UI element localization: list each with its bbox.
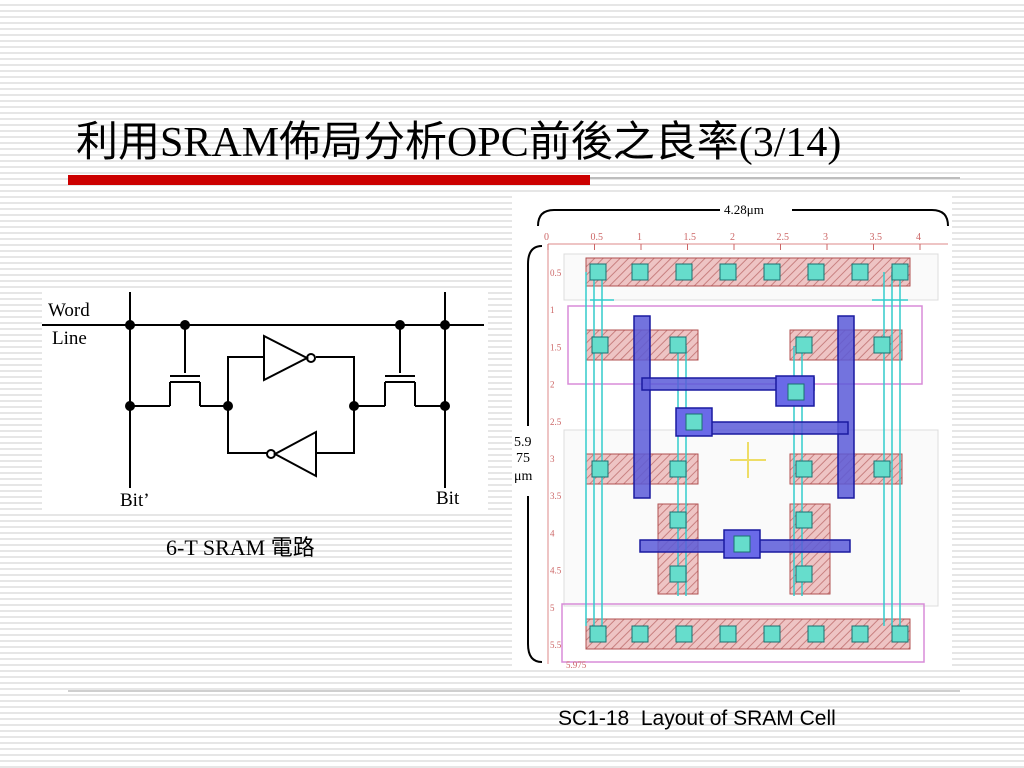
- contact: [851, 263, 869, 281]
- contact: [591, 460, 609, 478]
- contact: [631, 263, 649, 281]
- sram-layout-diagram: 4.28μm 5.9 75 μm 0 0.5 1 1.5 2 2.5 3 3.5 4 0.5 1 1…: [512, 196, 952, 670]
- height-label-line2: 75: [516, 451, 530, 466]
- contact: [807, 625, 825, 643]
- y-tick-label: 5.5: [550, 640, 562, 650]
- y-tick-label: 4: [550, 528, 555, 538]
- width-brace-left: [537, 209, 720, 227]
- x-tick-label: 2.5: [777, 232, 790, 243]
- x-ruler-ticks: 0 0.5 1 1.5 2 2.5 3 3.5 4: [544, 232, 921, 250]
- contact: [685, 413, 703, 431]
- x-tick-label: 3: [823, 232, 828, 243]
- contact: [873, 336, 891, 354]
- junction-dots: [125, 320, 450, 411]
- lower-inverter-bubble: [266, 449, 276, 459]
- height-brace-bottom: [527, 496, 543, 663]
- y-tick-label: 1: [550, 305, 555, 315]
- height-label-line3: μm: [514, 469, 533, 484]
- contact: [675, 625, 693, 643]
- contact: [795, 460, 813, 478]
- contact: [589, 263, 607, 281]
- contact: [719, 625, 737, 643]
- contact: [669, 565, 687, 583]
- bit-bar-label: Bit’: [120, 490, 150, 511]
- pwell-outline-bottom: [561, 603, 925, 663]
- contact: [763, 625, 781, 643]
- contact: [719, 263, 737, 281]
- x-tick-label: 3.5: [870, 232, 883, 243]
- title-underline-accent: [68, 175, 590, 185]
- contact: [795, 565, 813, 583]
- title-underline: [590, 177, 960, 179]
- contact: [795, 336, 813, 354]
- inverter-loop-left-top: [227, 356, 264, 406]
- contact: [733, 535, 751, 553]
- footer-caption: SC1-18 Layout of SRAM Cell: [558, 707, 836, 730]
- contact: [669, 460, 687, 478]
- inverter-loop-right-bottom: [316, 406, 355, 454]
- word-line-label: Word: [48, 300, 90, 321]
- left-access-transistor: [130, 325, 228, 407]
- x-tick-label: 1.5: [684, 232, 697, 243]
- x-tick-label: 1: [637, 232, 642, 243]
- height-label: 5.9: [514, 435, 532, 450]
- y-tick-label: 3: [550, 454, 555, 464]
- inverter-loop-right-top: [316, 356, 355, 406]
- y-tick-label: 2.5: [550, 417, 562, 427]
- contact: [891, 263, 909, 281]
- sram-circuit-diagram: Word Line Bit’ Bit: [42, 290, 488, 512]
- y-tick-label: 3.5: [550, 491, 562, 501]
- contact: [669, 336, 687, 354]
- width-brace-right: [792, 209, 949, 227]
- contact: [851, 625, 869, 643]
- upper-inverter: [263, 334, 310, 382]
- contact: [807, 263, 825, 281]
- x-tick-label: 2: [730, 232, 735, 243]
- lower-inverter: [272, 430, 317, 478]
- x-tick-label: 4: [916, 232, 921, 243]
- x-tick-label: 0: [544, 232, 549, 243]
- contact: [795, 511, 813, 529]
- footer-divider: [68, 690, 960, 692]
- layout-svg: 4.28μm 5.9 75 μm 0 0.5 1 1.5 2 2.5 3 3.5 4 0.5 1 1…: [514, 202, 949, 670]
- contact: [675, 263, 693, 281]
- contact: [891, 625, 909, 643]
- y-ruler-ticks: 0.5 1 1.5 2 2.5 3 3.5 4 4.5 5 5.5: [550, 268, 562, 650]
- contacts: [589, 263, 909, 643]
- height-brace-top: [527, 245, 543, 426]
- y-end-label: 5.975: [566, 660, 587, 670]
- y-tick-label: 5: [550, 603, 555, 613]
- circuit-svg: Word Line Bit’ Bit: [42, 292, 484, 511]
- slide-title: 利用SRAM佈局分析OPC前後之良率(3/14): [76, 120, 842, 166]
- x-tick-label: 0.5: [591, 232, 604, 243]
- contact: [787, 383, 805, 401]
- inverter-loop-left-bottom: [227, 406, 268, 454]
- contact: [873, 460, 891, 478]
- right-access-transistor: [354, 325, 445, 407]
- y-tick-label: 1.5: [550, 342, 562, 352]
- width-label: 4.28μm: [724, 202, 764, 217]
- y-tick-label: 0.5: [550, 268, 562, 278]
- contact: [763, 263, 781, 281]
- word-line-label-line2: Line: [52, 328, 87, 349]
- contact: [669, 511, 687, 529]
- y-tick-label: 4.5: [550, 566, 562, 576]
- y-tick-label: 2: [550, 380, 555, 390]
- upper-inverter-bubble: [306, 353, 316, 363]
- bit-label: Bit: [436, 488, 460, 509]
- circuit-caption: 6-T SRAM 電路: [166, 535, 315, 560]
- contact: [631, 625, 649, 643]
- contact: [591, 336, 609, 354]
- contact: [589, 625, 607, 643]
